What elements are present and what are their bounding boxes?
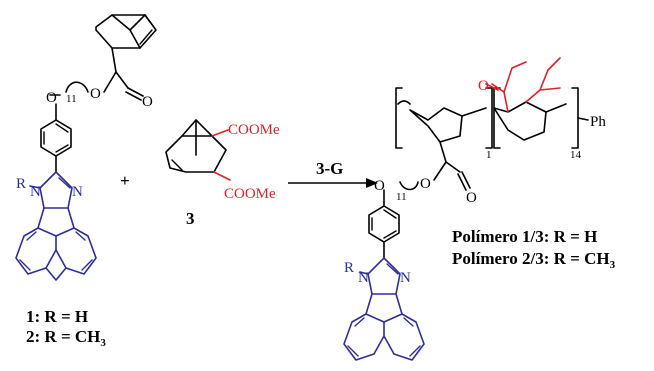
r-left: R — [16, 176, 26, 192]
n2-left: N — [72, 184, 83, 200]
monomer-3 — [165, 119, 227, 173]
phenanthroimidazole-right — [343, 257, 425, 361]
ester-o-right: O — [466, 190, 477, 206]
phenoxy-o-right: O — [374, 178, 385, 194]
phenoxy-o-left: O — [46, 90, 57, 106]
plus-sign: + — [120, 171, 130, 190]
polymer-2-label: Polímero 2/3: R = CH3 — [452, 249, 616, 271]
n1-left: N — [30, 184, 41, 200]
r-right: R — [344, 260, 354, 276]
catalyst-label: 3-G — [316, 159, 343, 178]
block1-index: 1 — [486, 149, 492, 161]
monomer-3-esters — [211, 129, 231, 181]
coome-top: COOMe — [228, 122, 280, 138]
phenanthroimidazole-left — [15, 171, 97, 281]
chain-o-right: O — [420, 176, 431, 192]
polymer-backbone — [368, 87, 589, 259]
end-group-ph: Ph — [590, 114, 606, 130]
n1-right: N — [358, 270, 369, 286]
block2-index: 14 — [570, 149, 582, 161]
chain-index-right: 11 — [396, 191, 407, 203]
n2-right: N — [400, 270, 411, 286]
compound-1-label: 1: R = H — [26, 307, 88, 326]
monomer-left — [40, 14, 157, 173]
chain-o-left: O — [90, 86, 101, 102]
reaction-arrow — [288, 178, 378, 188]
polymer-esters — [485, 57, 561, 113]
coome-bottom: COOMe — [224, 186, 276, 202]
chain-index-left: 11 — [66, 93, 77, 105]
compound-3-number: 3 — [186, 209, 195, 228]
polymer-1-label: Polímero 1/3: R = H — [452, 227, 597, 246]
ester-o-left: O — [142, 94, 153, 110]
ester-o-red-1: O — [478, 78, 489, 94]
compound-2-label: 2: R = CH3 — [26, 327, 106, 349]
